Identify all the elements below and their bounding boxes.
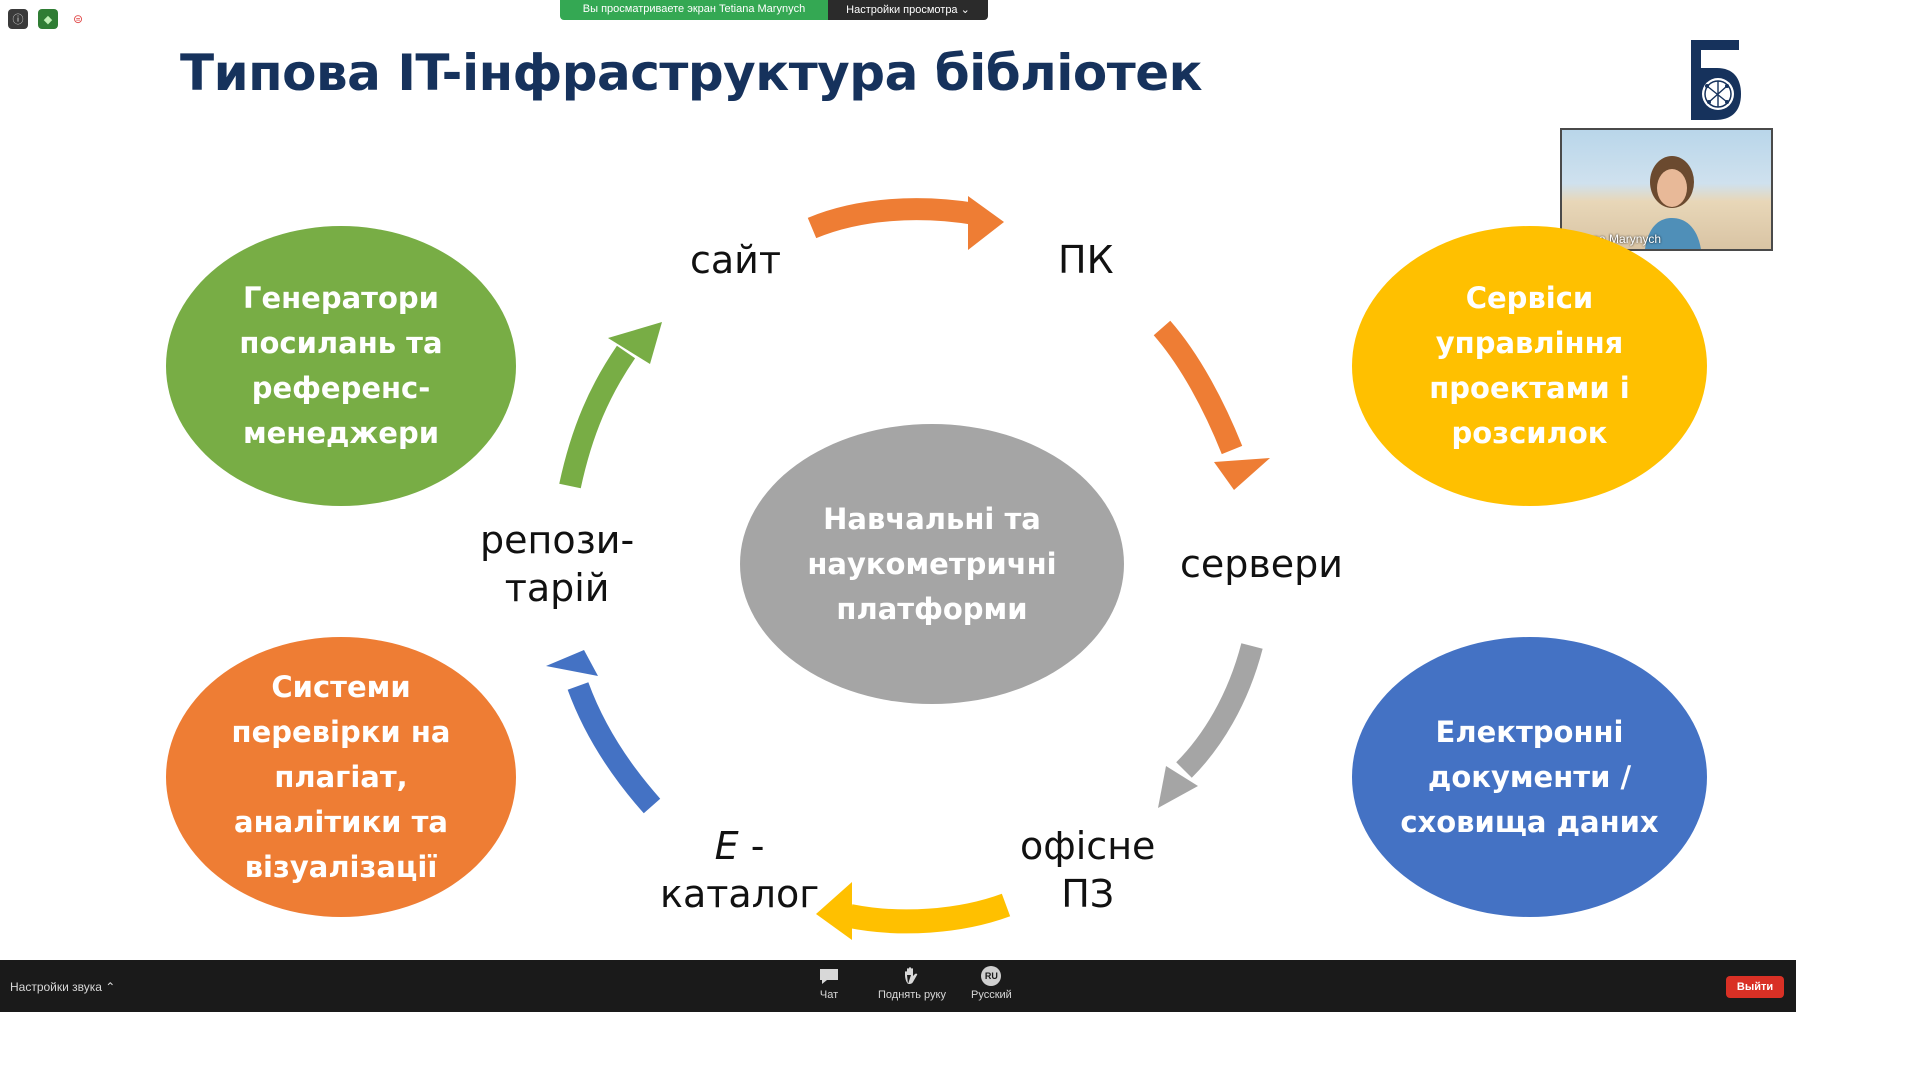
participant-video[interactable]: Tetiana Marynych xyxy=(1560,128,1773,251)
arrow-repo-to-site xyxy=(559,345,636,489)
arrow-office-to-ecatalog-head xyxy=(816,882,852,940)
language-button[interactable]: RU Русский xyxy=(971,966,1012,1001)
view-options-button[interactable]: Настройки просмотра ⌄ xyxy=(828,0,988,20)
label-ecatalog: E - каталог xyxy=(660,822,819,918)
window-controls: ⓘ ◆ ⊜ xyxy=(8,9,88,29)
raise-hand-label: Поднять руку xyxy=(878,989,946,1001)
oval-learning-platforms: Навчальні та наукометричні платформи xyxy=(740,424,1124,704)
label-office-line2: ПЗ xyxy=(1061,872,1115,916)
oval-reference-generators: Генератори посилань та референс-менеджер… xyxy=(166,226,516,506)
chat-icon xyxy=(818,966,840,986)
library-logo xyxy=(1691,40,1741,120)
arrow-site-to-pk xyxy=(807,198,977,239)
chat-button[interactable]: Чат xyxy=(818,966,840,1001)
arrow-site-to-pk-head xyxy=(968,196,1004,250)
meeting-toolbar: Настройки звука ⌃ Чат Поднять руку RU Ру… xyxy=(0,960,1796,1012)
label-ecatalog-line2: каталог xyxy=(660,872,820,916)
viewing-screen-text: Вы просматриваете экран Tetiana Marynych xyxy=(560,0,828,20)
slide-title: Типова IT-інфраструктура бібліотек xyxy=(180,44,1203,102)
leave-meeting-button[interactable]: Выйти xyxy=(1726,976,1784,998)
share-banner: Вы просматриваете экран Tetiana Marynych… xyxy=(560,0,988,20)
arrow-office-to-ecatalog xyxy=(847,893,1011,934)
label-office-line1: офісне xyxy=(1020,824,1156,868)
raise-hand-button[interactable]: Поднять руку xyxy=(878,966,946,1001)
oval-plagiarism-systems: Системи перевірки на плагіат, аналітики … xyxy=(166,637,516,917)
arrow-servers-to-office xyxy=(1176,643,1263,778)
shield-icon[interactable]: ◆ xyxy=(38,9,58,29)
label-repo-line2: тарій xyxy=(504,566,610,610)
language-label: Русский xyxy=(971,989,1012,1001)
arrow-repo-to-site-head xyxy=(608,322,662,364)
label-ecatalog-line1: E - xyxy=(660,822,819,870)
oval-electronic-documents: Електронні документи / сховища даних xyxy=(1352,637,1707,917)
label-ecatalog-prefix: E xyxy=(714,824,739,868)
arrow-servers-to-office-head xyxy=(1158,766,1198,808)
chat-label: Чат xyxy=(819,989,839,1001)
label-repository: репози- тарій xyxy=(480,516,634,612)
raise-hand-icon xyxy=(901,966,923,986)
arrow-ecatalog-to-repo xyxy=(567,682,661,814)
label-ecatalog-dash: - xyxy=(738,824,765,868)
language-badge: RU xyxy=(981,966,1002,986)
info-icon[interactable]: ⓘ xyxy=(8,9,28,29)
record-icon[interactable]: ⊜ xyxy=(72,12,84,26)
participant-avatar xyxy=(1645,156,1701,249)
label-office-software: офісне ПЗ xyxy=(1020,822,1155,918)
label-site: сайт xyxy=(690,238,782,282)
label-pk: ПК xyxy=(1058,238,1114,282)
oval-project-services: Сервіси управління проектами і розсилок xyxy=(1352,226,1707,506)
arrow-pk-to-servers xyxy=(1153,320,1243,455)
sound-settings-button[interactable]: Настройки звука ⌃ xyxy=(10,980,116,994)
arrow-ecatalog-to-repo-head xyxy=(546,650,598,676)
arrow-pk-to-servers-head xyxy=(1214,458,1270,490)
language-icon: RU xyxy=(980,966,1002,986)
label-repo-line1: репози- xyxy=(480,518,635,562)
label-servers: сервери xyxy=(1180,542,1343,586)
